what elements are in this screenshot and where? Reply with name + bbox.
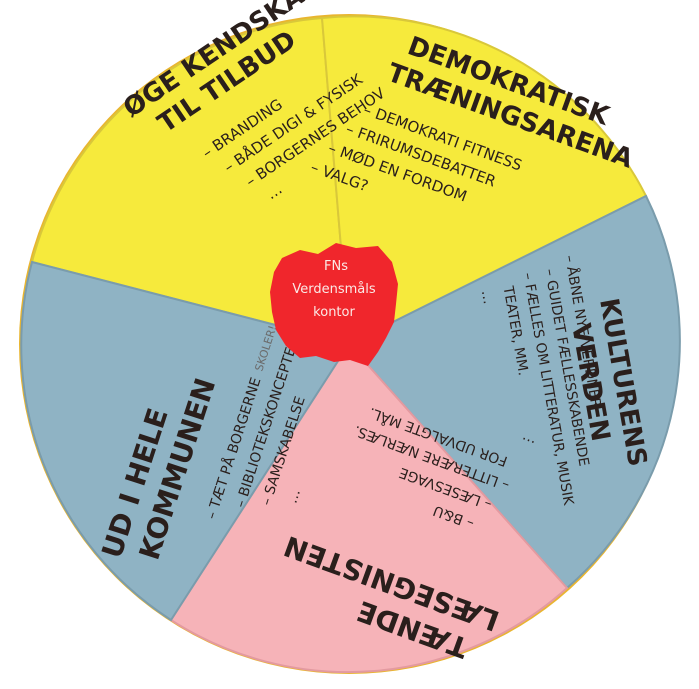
segment-right <box>347 194 681 590</box>
right-item-5: … <box>478 289 496 306</box>
segment-top-left <box>30 16 351 346</box>
bottom-item-5: … <box>518 433 537 453</box>
center-text-1: FNs <box>324 259 348 274</box>
left-item-4: … <box>284 487 304 505</box>
segment-bottom <box>169 342 569 674</box>
segment-left <box>20 260 351 622</box>
center-text-3: kontor <box>313 305 355 320</box>
center-text-2: Verdensmåls <box>292 282 376 297</box>
segment-top-right <box>320 15 648 346</box>
center-label-shape <box>270 243 398 366</box>
